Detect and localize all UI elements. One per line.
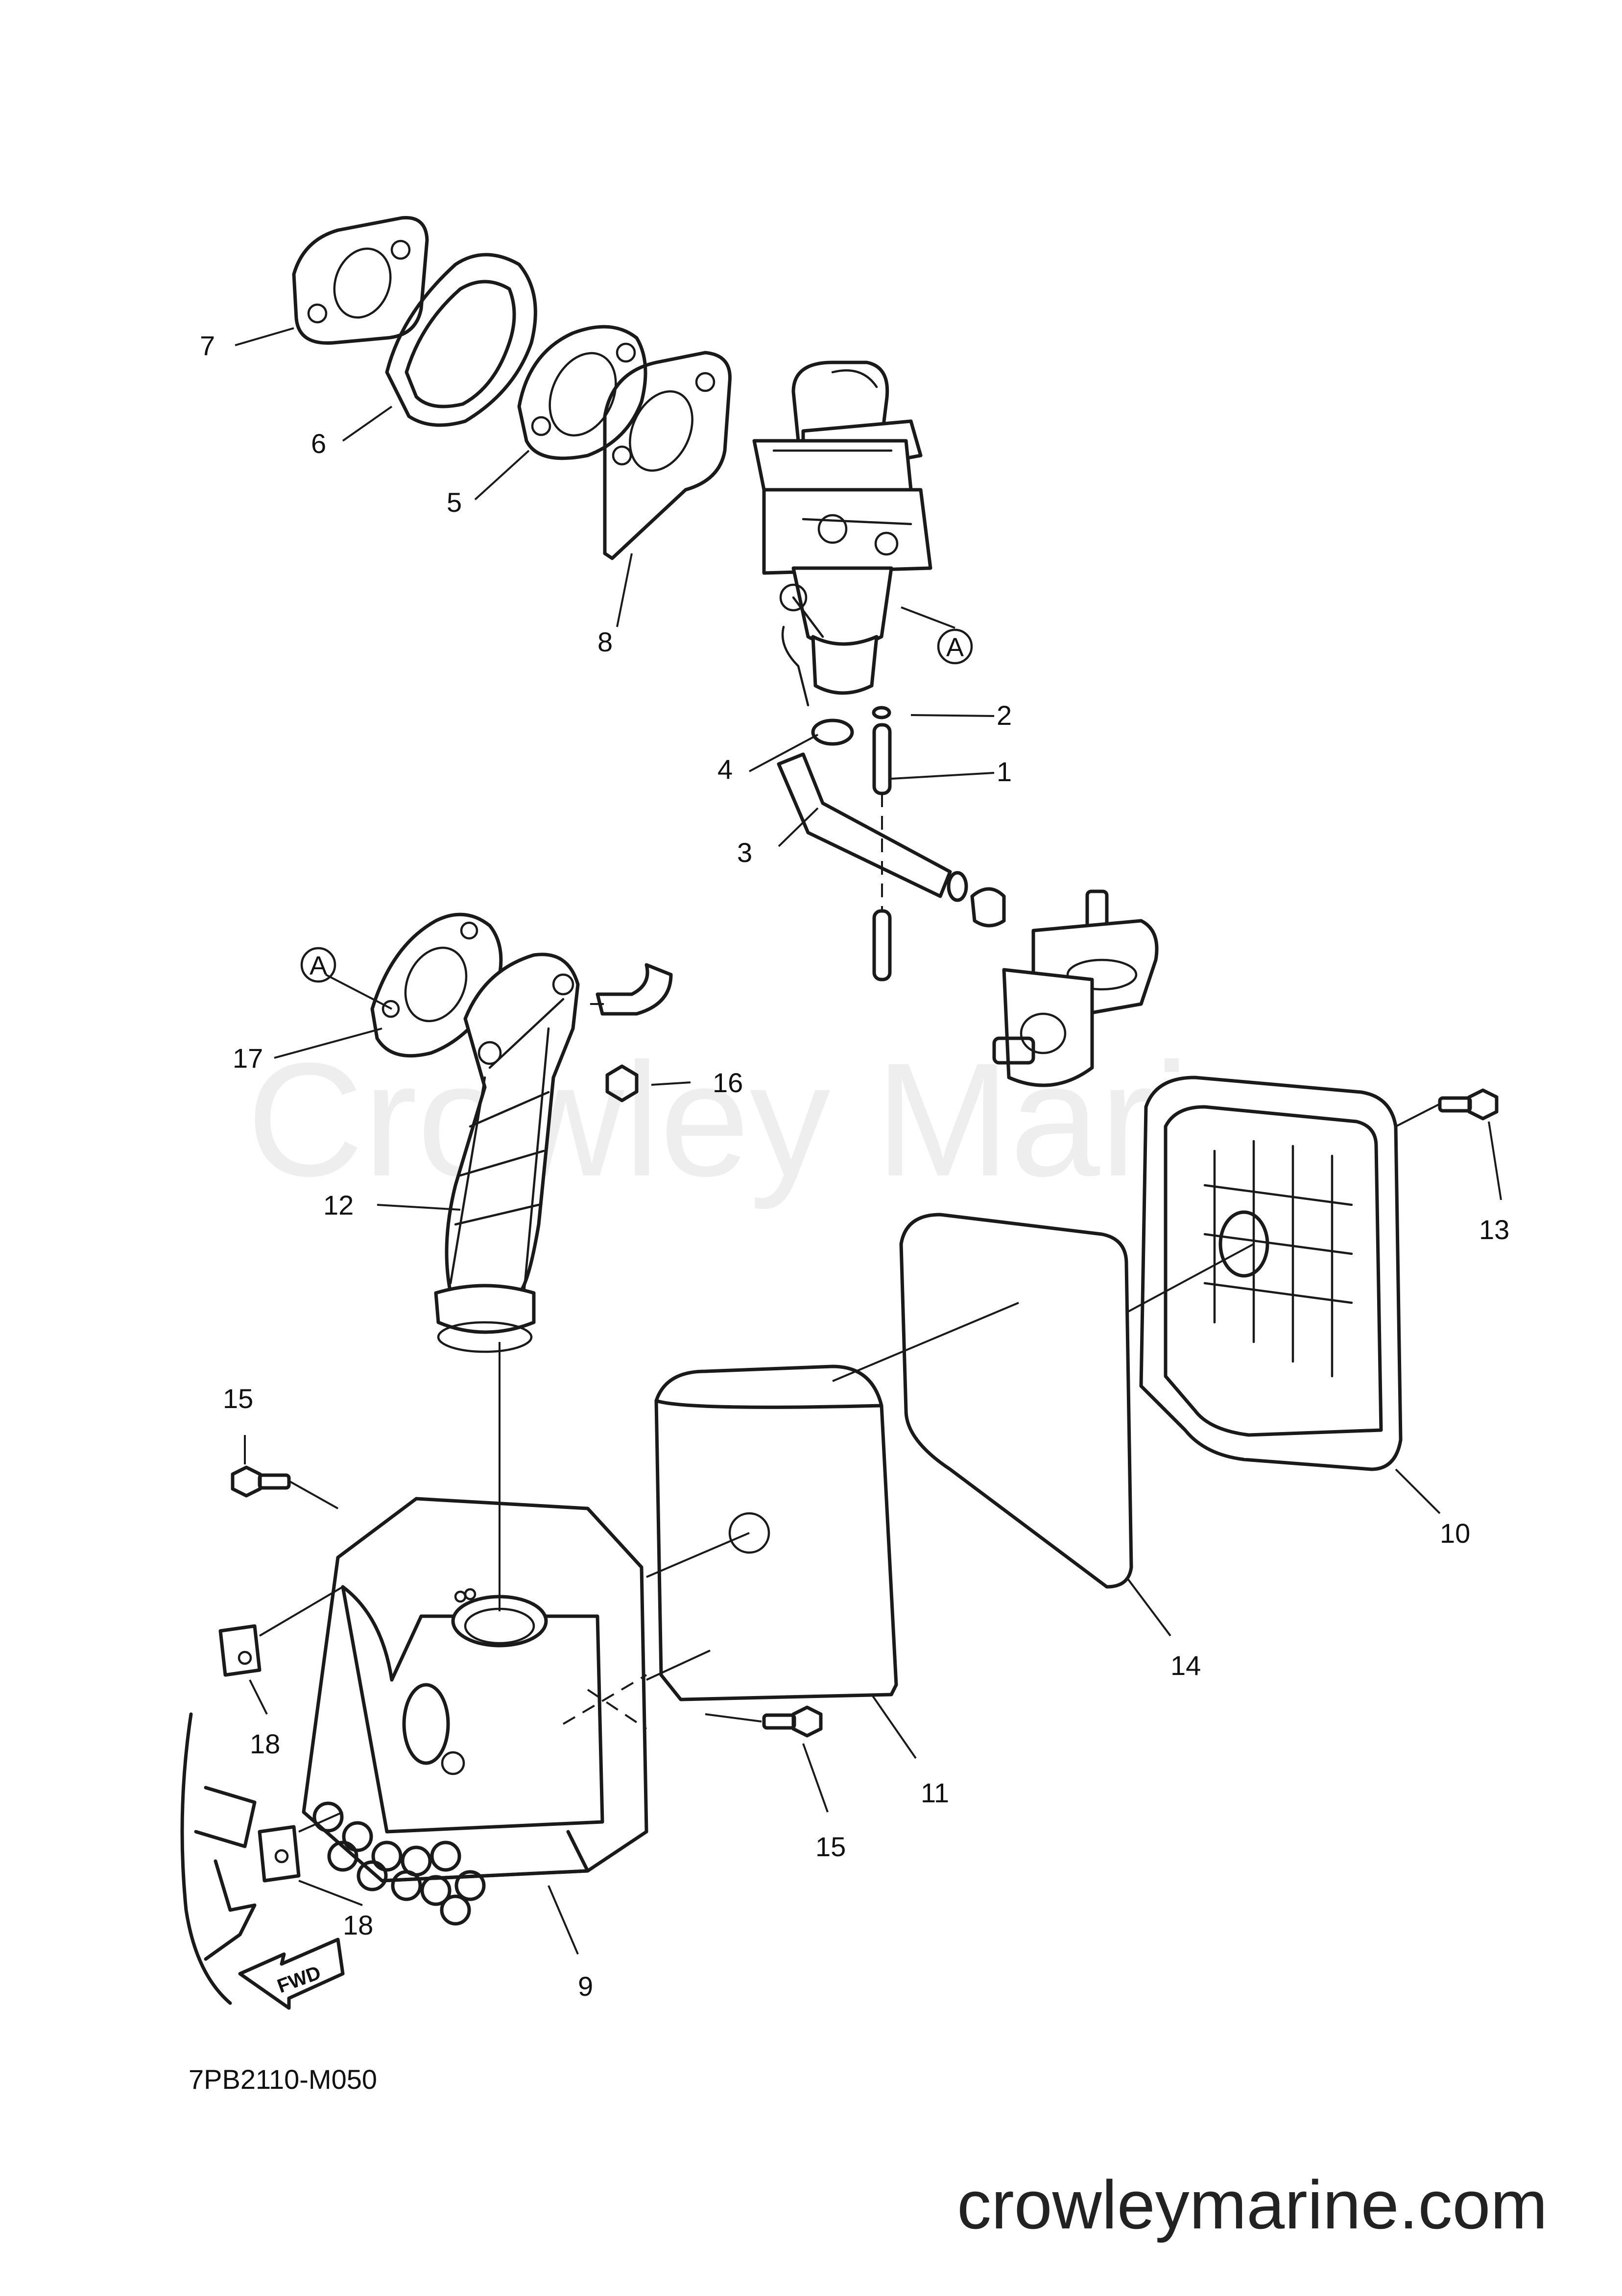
engine-outline-drawing xyxy=(180,1712,257,2005)
drawing-code: 7PB2110-M050 xyxy=(189,2064,377,2095)
label-3: 3 xyxy=(737,837,752,868)
gasket-17-drawing xyxy=(370,912,503,1058)
fuel-cock-drawing xyxy=(992,889,1159,1087)
label-2: 2 xyxy=(997,700,1012,731)
label-13: 13 xyxy=(1479,1214,1509,1245)
label-14: 14 xyxy=(1170,1650,1201,1681)
part-labels: 1 2 3 4 5 6 7 8 9 10 11 12 13 14 15 15 1… xyxy=(200,330,1509,2002)
case-ports-drawing xyxy=(312,1801,486,1926)
label-17: 17 xyxy=(233,1043,263,1074)
label-12: 12 xyxy=(323,1190,354,1220)
air-cleaner-cover-10-drawing xyxy=(1126,1076,1403,1471)
fwd-arrow-icon: FWD xyxy=(238,1937,345,2010)
leader-lines xyxy=(235,327,1502,1955)
label-15-lower: 15 xyxy=(815,1831,846,1862)
label-5: 5 xyxy=(447,487,462,518)
label-18-upper: 18 xyxy=(250,1728,280,1759)
label-6: 6 xyxy=(311,428,326,459)
label-9: 9 xyxy=(578,1971,593,2002)
label-8: 8 xyxy=(597,626,613,657)
bolt-13-drawing xyxy=(1395,1088,1499,1127)
gasket-7-drawing xyxy=(292,216,429,345)
label-15-upper: 15 xyxy=(223,1383,253,1414)
clip-18-upper-drawing xyxy=(218,1624,262,1677)
label-16: 16 xyxy=(713,1067,743,1098)
insulator-6-drawing xyxy=(385,253,537,427)
air-cleaner-case-9-drawing xyxy=(302,1497,648,1926)
label-4: 4 xyxy=(717,754,733,785)
label-10: 10 xyxy=(1440,1518,1470,1549)
footer-watermark: crowleymarine.com xyxy=(957,2166,1548,2243)
label-1: 1 xyxy=(997,756,1012,787)
bolt-15-lower-drawing xyxy=(762,1705,823,1738)
label-11: 11 xyxy=(921,1777,949,1808)
gasket-14-drawing xyxy=(832,1213,1133,1589)
reference-mark-a-lower-text: A xyxy=(310,951,327,981)
carburetor-drawing xyxy=(752,360,932,707)
gasket-5-drawing xyxy=(517,325,647,460)
gasket-8-drawing xyxy=(603,351,732,560)
fuel-line-parts-drawing xyxy=(777,706,1006,981)
label-18-lower: 18 xyxy=(343,1910,373,1940)
clip-18-lower-drawing xyxy=(258,1825,301,1883)
intake-joint-12-drawing xyxy=(434,953,673,1353)
bolt-15-upper-drawing xyxy=(231,1465,291,1498)
air-filter-element-11-drawing xyxy=(646,1364,898,1701)
label-7: 7 xyxy=(200,330,215,361)
reference-mark-a-lower: A xyxy=(300,947,336,983)
reference-mark-a-upper: A xyxy=(937,628,973,665)
reference-mark-a-upper-text: A xyxy=(946,633,964,662)
